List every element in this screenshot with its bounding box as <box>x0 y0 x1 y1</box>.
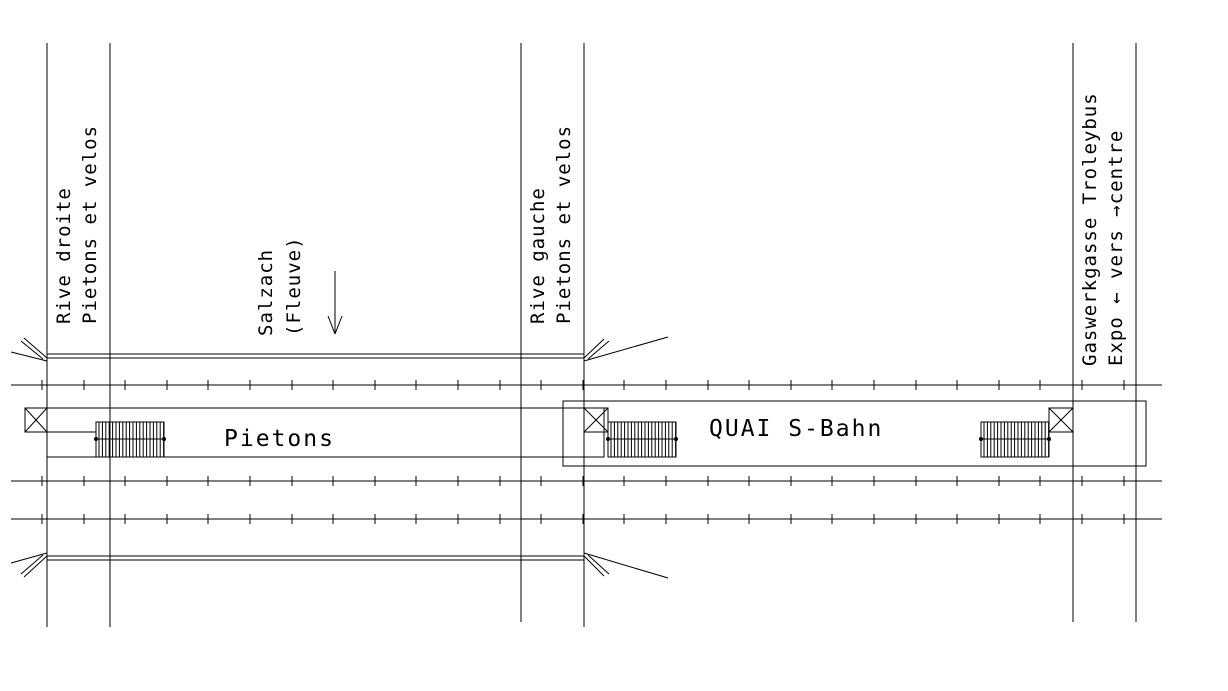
label-expo-centre: Expo ← vers →centre <box>1105 130 1127 366</box>
staircase-right <box>979 421 1051 458</box>
vertical-lines <box>46 43 1137 627</box>
wing-bottom-right-a <box>583 552 669 579</box>
elevators <box>24 407 1074 433</box>
quai-sbahn-outline <box>562 400 1147 467</box>
wing-top-left-b <box>23 337 48 359</box>
label-fleuve: (Fleuve) <box>283 236 305 336</box>
label-rive-droite-pietons: Pietons et velos <box>79 125 101 324</box>
arrow-down-icon <box>327 271 343 335</box>
wing-top-right-a <box>583 336 669 362</box>
label-rive-gauche: Rive gauche <box>527 187 549 324</box>
wing-bottom-right-b <box>583 555 605 577</box>
staircase-left <box>94 421 166 458</box>
elevator-right <box>1048 407 1074 433</box>
railway-tracks <box>11 380 1162 524</box>
wing-top-right-c <box>587 340 610 360</box>
sbahn-platform <box>562 400 1147 467</box>
label-pietons: Pietons <box>224 426 335 452</box>
label-rive-droite: Rive droite <box>53 187 75 324</box>
label-rive-gauche-pietons: Pietons et velos <box>553 125 575 324</box>
bridge-edges <box>47 353 584 561</box>
label-gaswerkgasse: Gaswerkgasse Troleybus <box>1079 92 1101 366</box>
wing-bottom-left-b <box>23 555 48 578</box>
wing-top-left-c <box>20 340 44 360</box>
wing-bottom-left-a <box>10 552 48 564</box>
label-salzach: Salzach <box>255 249 277 336</box>
staircases <box>94 421 1051 458</box>
elevator-left <box>24 407 96 433</box>
abutment-wings <box>10 336 669 579</box>
staircase-middle <box>606 421 678 458</box>
wing-bottom-left-c <box>20 554 44 575</box>
wing-top-left-a <box>10 351 48 362</box>
wing-top-right-b <box>583 338 605 359</box>
elevator-middle <box>583 407 609 433</box>
label-quai-sbahn: QUAI S-Bahn <box>709 416 883 442</box>
wing-bottom-right-c <box>587 554 610 575</box>
